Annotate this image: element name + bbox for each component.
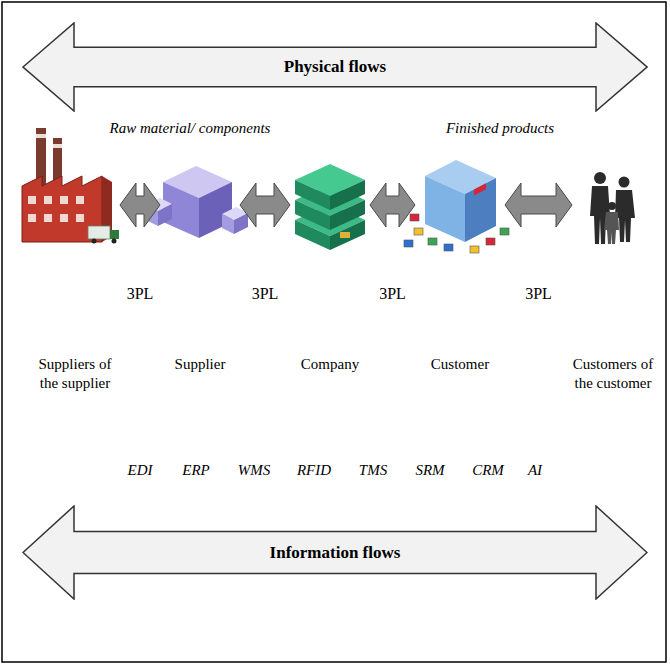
edge-label: 3PL	[525, 285, 552, 303]
flow-arrow-outline	[23, 23, 647, 111]
flow-arrow: Physical flows	[22, 22, 648, 112]
party-name: Customer	[415, 355, 505, 374]
icon-space	[415, 150, 505, 355]
people-icon	[590, 172, 635, 244]
edge-label: 3PL	[127, 285, 154, 303]
flow-arrow-outline	[23, 506, 647, 599]
system-label: EDI	[128, 462, 153, 479]
edge-label: 3PL	[379, 285, 406, 303]
system-label: ERP	[182, 462, 210, 479]
system-label: RFID	[297, 462, 331, 479]
icon-space	[290, 150, 370, 355]
flow-label: Raw material/ components	[110, 120, 271, 137]
logistics-arrow	[240, 183, 290, 227]
icon-space	[160, 150, 240, 355]
system-label: WMS	[238, 462, 271, 479]
system-label: SRM	[415, 462, 444, 479]
party-name: Suppliers of the supplier	[30, 355, 120, 393]
system-label: AI	[528, 462, 542, 479]
supply-chain-party: Customer	[415, 150, 505, 374]
flow-arrow: Information flows	[22, 505, 648, 600]
icon-space	[30, 150, 120, 355]
customer-icon	[404, 160, 509, 253]
party-name: Company	[290, 355, 370, 374]
factory-icon	[22, 128, 119, 244]
logistics-arrow	[120, 183, 160, 227]
supply-chain-party: Customers of the customer	[572, 150, 654, 393]
logistics-arrow	[505, 183, 572, 227]
flow-title: Information flows	[270, 543, 401, 563]
party-name: Customers of the customer	[572, 355, 654, 393]
supply-chain-party: Suppliers of the supplier	[30, 150, 120, 393]
company-icon	[295, 164, 365, 250]
system-label: TMS	[359, 462, 387, 479]
system-label: CRM	[472, 462, 504, 479]
icon-space	[572, 150, 654, 355]
supplier-icon	[146, 166, 248, 238]
supply-chain-party: Company	[290, 150, 370, 374]
party-name: Supplier	[160, 355, 240, 374]
flow-title: Physical flows	[284, 57, 386, 77]
flow-label: Finished products	[446, 120, 554, 137]
supply-chain-party: Supplier	[160, 150, 240, 374]
edge-label: 3PL	[252, 285, 279, 303]
logistics-arrow	[370, 183, 415, 227]
